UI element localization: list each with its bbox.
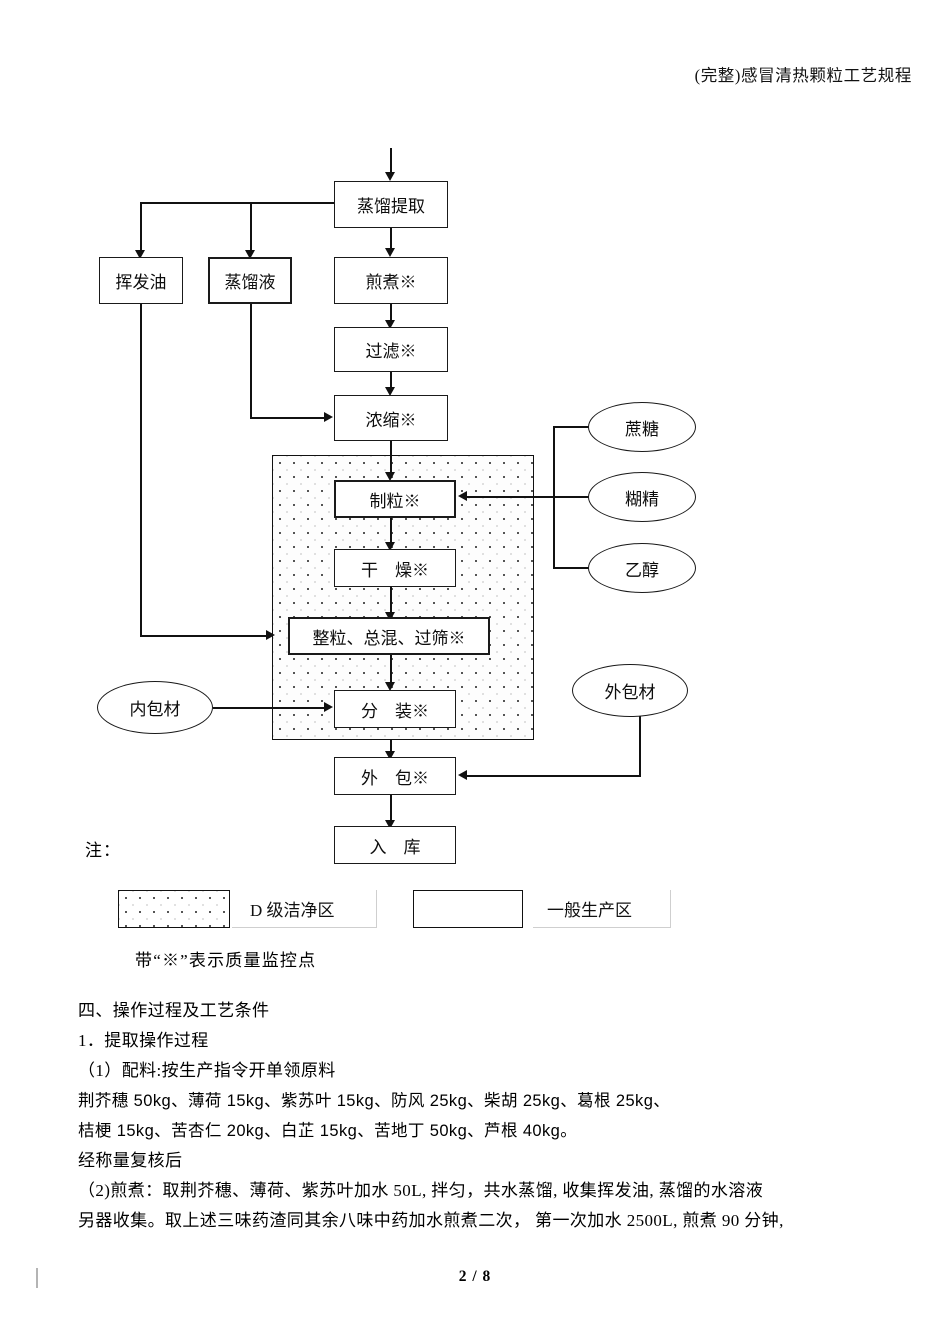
section-heading: 四、操作过程及工艺条件 — [78, 1001, 270, 1020]
arrowhead-subpackage — [385, 682, 395, 691]
arrowhead-dry — [385, 542, 395, 551]
legend-note-label: 注： — [85, 841, 121, 860]
connector-granulate-to-dry — [390, 518, 392, 546]
node-label: 蒸馏液 — [224, 273, 276, 292]
node-label: 干 燥※ — [361, 560, 429, 580]
connector-distillate-down — [250, 304, 252, 418]
node-label: 过滤※ — [365, 342, 417, 361]
ellipse-ethanol: 乙醇 — [588, 543, 696, 593]
ellipse-sucrose: 蔗糖 — [588, 402, 696, 452]
step1-2-line-2: 另器收集。取上述三味药渣同其余八味中药加水煎煮二次， 第一次加水 2500L, … — [78, 1211, 784, 1230]
arrowhead-filter — [385, 320, 395, 329]
ellipse-label: 蔗糖 — [625, 419, 659, 439]
connector-outerpack-material-down — [639, 716, 641, 776]
node-subpackage: 分 装※ — [334, 690, 456, 728]
node-label: 分 装※ — [361, 701, 429, 721]
process-flowchart: 蒸馏提取 挥发油 蒸馏液 煎煮※ 过滤※ 浓缩※ — [97, 148, 696, 864]
footer-page-number: 2 / 8 — [458, 1268, 492, 1285]
node-sizing-mix-sieve: 整粒、总混、过筛※ — [288, 617, 490, 655]
node-label: 蒸馏提取 — [357, 197, 425, 216]
legend-caption-clean-area: D 级洁净区 — [232, 890, 377, 928]
connector-subpackage-to-outerpack — [390, 740, 392, 754]
arrowhead-into-sizing — [266, 630, 275, 640]
arrowhead-into-concentrate — [324, 412, 333, 422]
ellipse-label: 外包材 — [604, 683, 656, 702]
connector-outerpack-to-warehouse — [390, 795, 392, 823]
document-header-title: (完整)感冒清热颗粒工艺规程 — [694, 66, 912, 85]
node-label: 浓缩※ — [365, 410, 417, 430]
arrowhead-decoct — [385, 248, 395, 257]
connector-dry-to-sizing — [390, 587, 392, 615]
ellipse-label: 糊精 — [625, 489, 659, 509]
connector-excipient-to-granulate — [466, 496, 590, 498]
arrowhead-volatile-oil — [135, 250, 145, 259]
ellipse-label: 乙醇 — [625, 560, 659, 580]
footer-margin-mark — [36, 1268, 38, 1288]
node-label: 入 库 — [369, 837, 421, 857]
connector-to-volatile-oil — [140, 202, 142, 254]
ellipse-dextrin: 糊精 — [588, 472, 696, 522]
herbs-line-1: 荆芥穗 50kg、薄荷 15kg、紫苏叶 15kg、防风 25kg、柴胡 25k… — [78, 1092, 671, 1110]
arrowhead-in-top — [385, 172, 395, 181]
legend-caption-general-area: 一般生产区 — [533, 890, 671, 928]
connector-concentrate-to-granulate — [390, 441, 392, 475]
node-granulate: 制粒※ — [334, 480, 456, 518]
node-distillate: 蒸馏液 — [208, 257, 292, 304]
node-outer-pack: 外 包※ — [334, 757, 456, 795]
arrowhead-warehouse — [385, 820, 395, 829]
arrowhead-into-outerpack — [458, 770, 467, 780]
legend-swatch-clean-area — [118, 890, 230, 928]
ellipse-label: 内包材 — [129, 700, 181, 719]
node-label: 挥发油 — [115, 273, 167, 292]
arrowhead-granulate — [385, 472, 395, 481]
arrowhead-sizing — [385, 612, 395, 621]
step1-1-text: （1）配料:按生产指令开单领原料 — [78, 1061, 336, 1080]
node-decoct: 煎煮※ — [334, 257, 448, 304]
after-weighing-text: 经称量复核后 — [78, 1151, 183, 1170]
herbs-line-2: 桔梗 15kg、苦杏仁 20kg、白芷 15kg、苦地丁 50kg、芦根 40k… — [78, 1122, 578, 1140]
ellipse-inner-packaging: 内包材 — [97, 681, 213, 734]
arrowhead-outerpack — [385, 751, 395, 760]
connector-in-top — [390, 148, 392, 176]
connector-oil-down — [140, 304, 142, 637]
arrowhead-into-subpackage — [324, 702, 333, 712]
node-label: 煎煮※ — [365, 273, 417, 292]
connector-to-distillate — [250, 202, 252, 254]
arrowhead-distillate — [245, 250, 255, 259]
connector-innerpack-to-subpackage — [213, 707, 326, 709]
node-label: 制粒※ — [369, 491, 421, 511]
connector-filter-to-concentrate — [390, 372, 392, 390]
node-distill-extract: 蒸馏提取 — [334, 181, 448, 228]
connector-distillate-right — [250, 417, 326, 419]
node-warehouse: 入 库 — [334, 826, 456, 864]
node-label: 外 包※ — [361, 768, 429, 788]
step1-heading: 1．提取操作过程 — [78, 1031, 209, 1050]
arrowhead-into-granulate — [458, 491, 467, 501]
connector-extract-to-decoct — [390, 228, 392, 250]
step1-2-line-1: （2)煎煮：取荆芥穗、薄荷、紫苏叶加水 50L, 拌匀，共水蒸馏, 收集挥发油,… — [78, 1181, 764, 1200]
node-dry: 干 燥※ — [334, 549, 456, 587]
document-body: 四、操作过程及工艺条件 1．提取操作过程 （1）配料:按生产指令开单领原料 荆芥… — [78, 996, 918, 1236]
node-volatile-oil: 挥发油 — [99, 257, 183, 304]
legend-swatch-general-area — [413, 890, 523, 928]
connector-sucrose-stub — [553, 426, 590, 428]
connector-oil-right — [140, 635, 266, 637]
connector-split-bus — [140, 202, 336, 204]
ellipse-outer-packaging: 外包材 — [572, 664, 688, 717]
node-filter: 过滤※ — [334, 327, 448, 372]
connector-decoct-to-filter — [390, 304, 392, 324]
arrowhead-concentrate — [385, 387, 395, 396]
connector-sizing-to-subpackage — [390, 655, 392, 685]
connector-outerpack-material-left — [466, 775, 641, 777]
legend-qc-note: 带“※”表示质量监控点 — [135, 951, 317, 970]
node-label: 整粒、总混、过筛※ — [312, 628, 466, 648]
node-concentrate: 浓缩※ — [334, 395, 448, 441]
connector-ethanol-stub — [553, 567, 590, 569]
